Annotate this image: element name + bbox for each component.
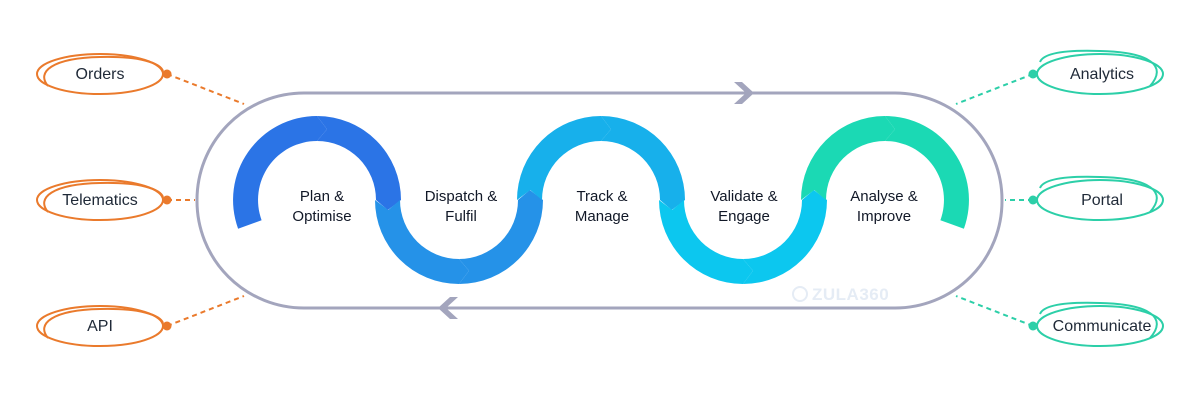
- stage-label-line2: Manage: [574, 208, 630, 225]
- stage-track: Track & Manage: [544, 187, 660, 227]
- oval-telematics: [36, 179, 164, 221]
- stage-label-line2: Improve: [856, 208, 912, 225]
- wave-arc-3b: [601, 116, 685, 210]
- stage-label-line1: Plan &: [299, 188, 345, 205]
- oval-orders: [36, 53, 164, 95]
- stage-label-line2: Fulfil: [445, 208, 477, 225]
- oval-portal: [1036, 179, 1164, 221]
- stage-plan: Plan & Optimise: [264, 187, 380, 227]
- wave-arc-5b: [885, 116, 969, 229]
- output-portal: Portal: [1081, 192, 1123, 209]
- stage-label-line1: Dispatch &: [424, 188, 498, 205]
- loop-track: [195, 91, 1004, 310]
- process-wave: [233, 116, 969, 284]
- stage-dispatch: Dispatch & Fulfil: [403, 187, 519, 227]
- watermark: ZULA360: [792, 285, 889, 305]
- output-analytics: Analytics: [1069, 66, 1135, 83]
- stage-label-line2: Engage: [718, 208, 770, 225]
- watermark-logo-icon: [792, 286, 808, 302]
- input-ovals: [36, 53, 164, 347]
- wave-arc-2a: [375, 200, 469, 284]
- oval-communicate: [1036, 305, 1164, 347]
- stage-label-line2: Optimise: [292, 208, 352, 225]
- input-telematics: Telematics: [62, 192, 138, 209]
- wave-arc-4b: [743, 190, 827, 284]
- wave-arc-1b: [317, 116, 401, 210]
- stage-label-line1: Validate &: [710, 188, 778, 205]
- stage-validate: Validate & Engage: [682, 187, 806, 227]
- output-ovals: [1036, 49, 1164, 347]
- wave-arc-2b: [459, 190, 543, 284]
- stage-label-line1: Track &: [576, 188, 628, 205]
- input-connectors: [162, 69, 245, 331]
- wave-arc-1a: [233, 116, 327, 229]
- wave-arc-5a: [801, 116, 895, 200]
- input-api: API: [87, 318, 113, 335]
- output-communicate: Communicate: [1052, 318, 1152, 335]
- stage-analyse: Analyse & Improve: [826, 187, 942, 227]
- oval-analytics: [1036, 53, 1164, 95]
- wave-arc-3a: [517, 116, 611, 200]
- oval-api: [36, 305, 164, 347]
- stage-label-line1: Analyse &: [850, 188, 918, 205]
- loop-back-arrow-icon: [438, 297, 458, 319]
- output-connectors: [955, 69, 1038, 331]
- input-orders: Orders: [75, 66, 125, 83]
- loop-forward-arrow-icon: [734, 82, 754, 104]
- wave-arc-4a: [659, 200, 753, 284]
